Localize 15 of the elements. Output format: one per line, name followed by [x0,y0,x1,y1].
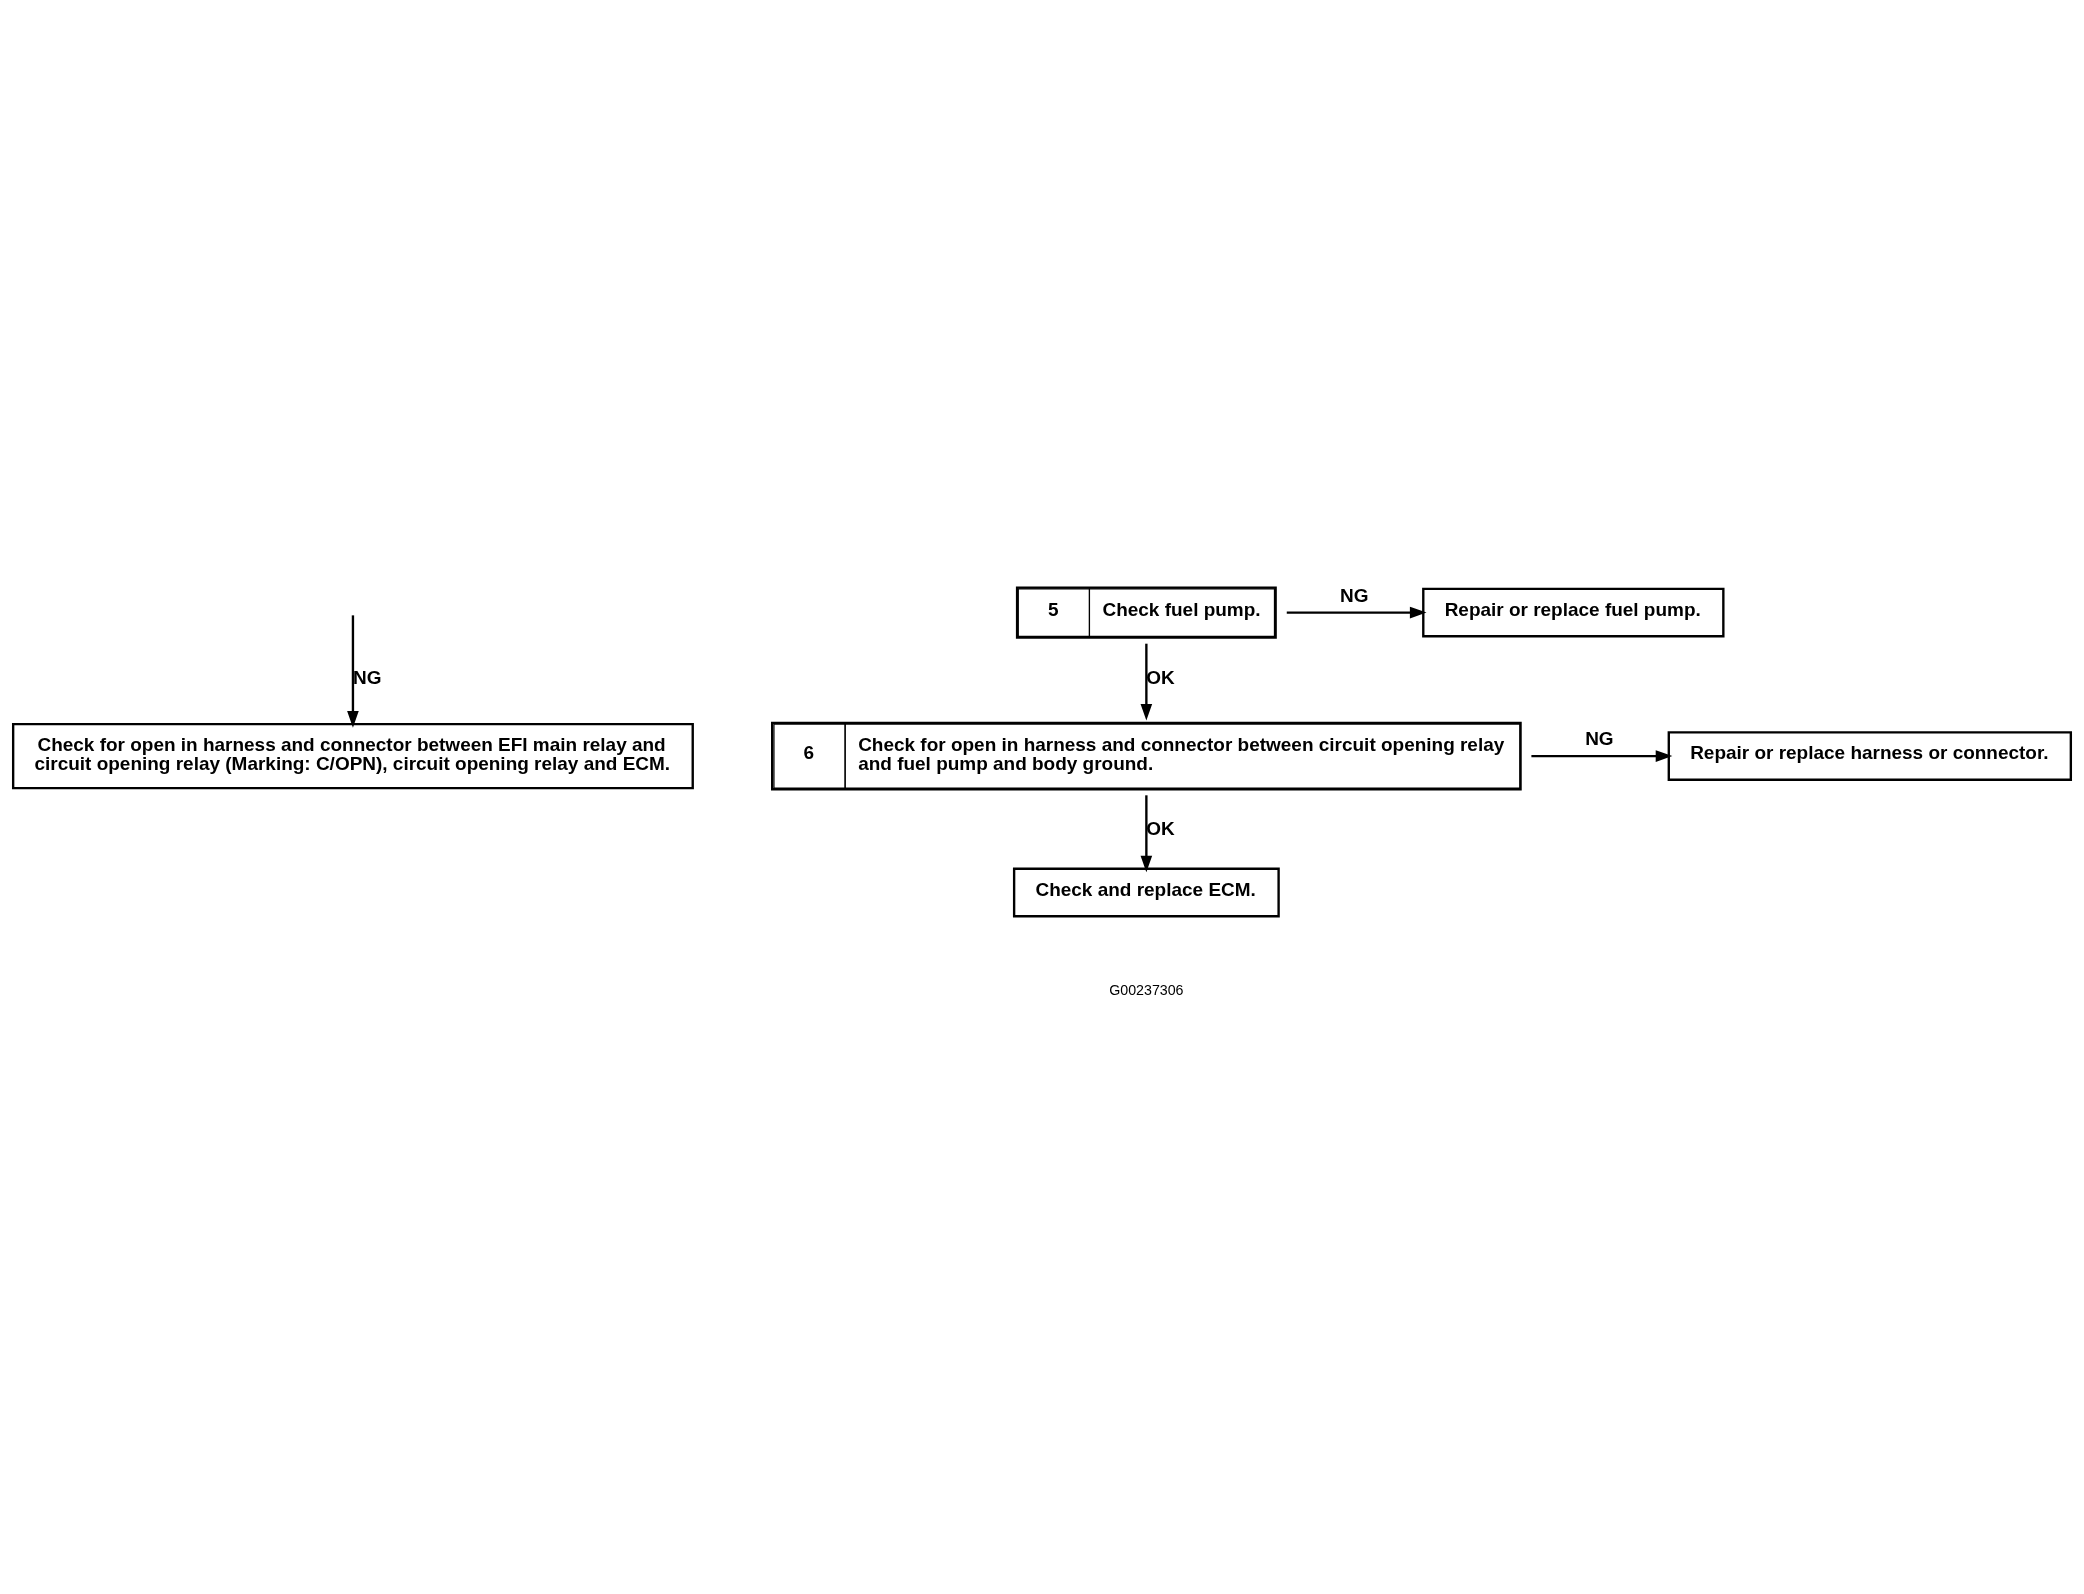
arrow [1140,795,1153,873]
arrow [1531,750,1673,762]
edge-label: NG [352,666,382,688]
edge-label: NG [1585,728,1614,750]
node-box: Check and replace ECM. [1012,867,1280,918]
label: G00237306 [1109,981,1184,998]
arrow [347,615,359,728]
arrow [1140,643,1153,721]
node-box: Repair or replace harness or connector. [1667,731,2073,781]
arrow [1286,606,1427,619]
edge-label: NG [1339,584,1369,606]
edge-label: OK [1146,666,1175,688]
edge-label: OK [1146,818,1175,840]
node-box: Check for open in harness and connector between EFI main relay and circuit opening relay (Marking: C/OPN), circuit opening relay and ECM. [11,722,694,790]
node-box: Repair or replace fuel pump. [1422,587,1725,638]
